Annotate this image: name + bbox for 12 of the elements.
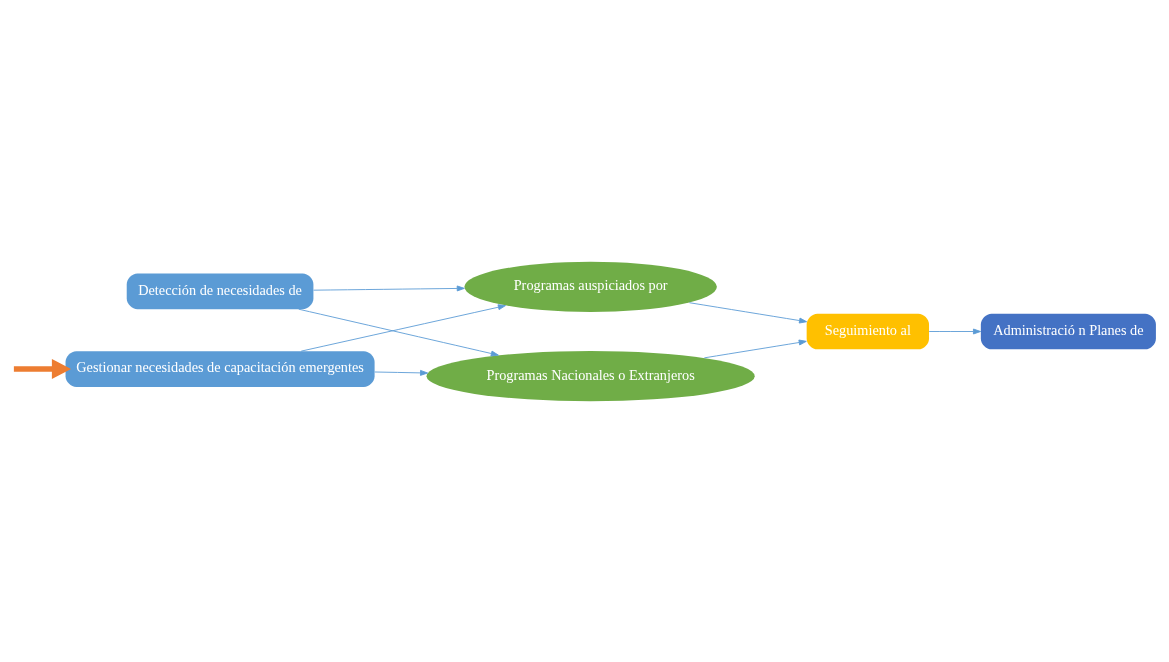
node-box: Gestionar necesidades de capacitación emergentes (65, 350, 375, 387)
arrow (313, 285, 465, 291)
node-box: Administració n Planes de (980, 313, 1156, 349)
node-box: Seguimiento al (806, 313, 930, 349)
arrow (688, 301, 808, 323)
arrow (703, 339, 807, 358)
arrow (298, 308, 499, 356)
arrow (928, 328, 982, 334)
arrow (300, 303, 506, 352)
arrow (13, 358, 72, 379)
arrow (374, 369, 429, 376)
node-box: Detección de necesidades de (126, 272, 314, 309)
